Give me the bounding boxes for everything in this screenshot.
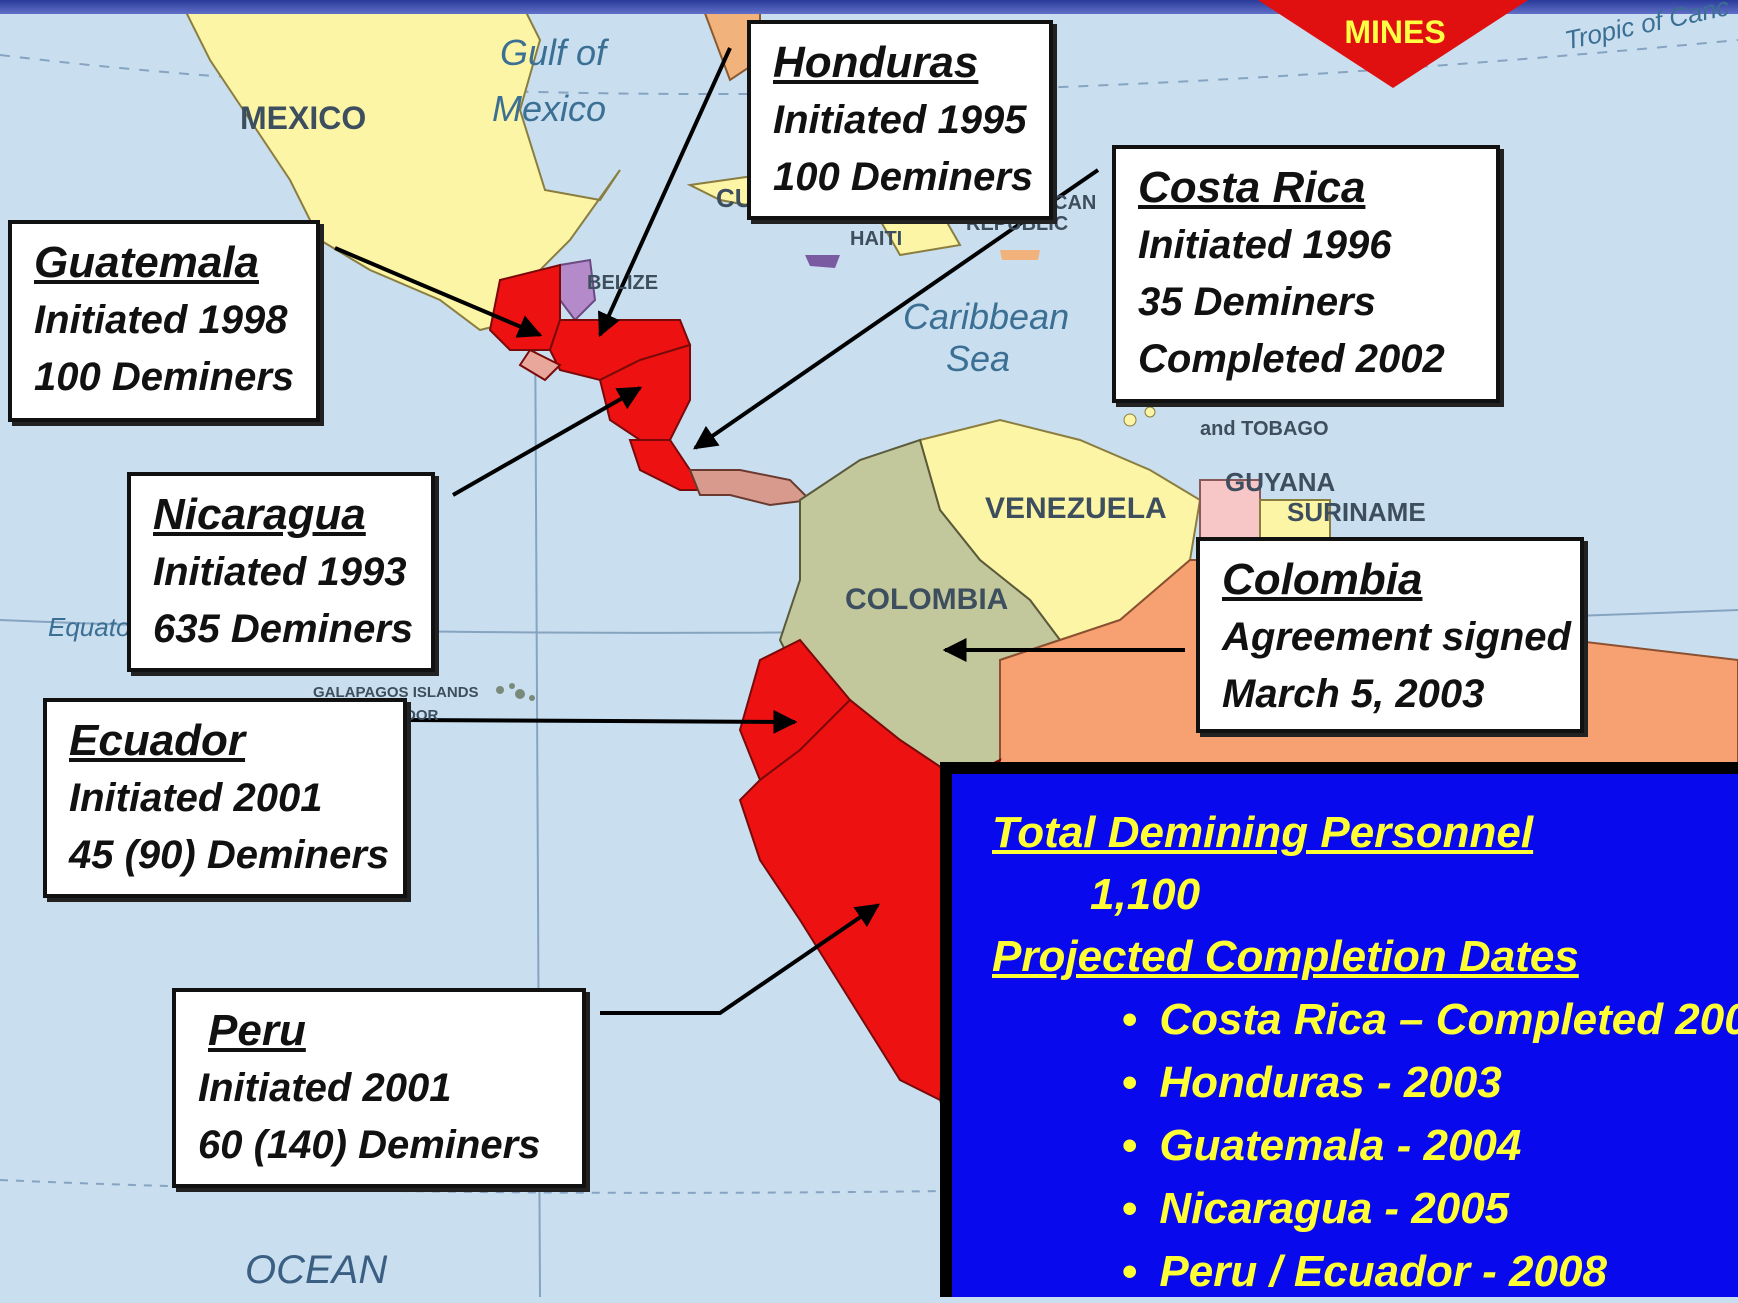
panama-land: [688, 469, 813, 507]
callout-nicaragua: Nicaragua Initiated 1993 635 Deminers: [127, 472, 435, 672]
summary-date-item: Nicaragua - 2005: [1122, 1177, 1738, 1240]
map-label-caribbean-2: Sea: [946, 338, 1011, 379]
map-label-belize: BELIZE: [587, 272, 659, 294]
callout-costa-rica-line-1: Initiated 1996: [1138, 223, 1392, 267]
map-label-mexico: MEXICO: [240, 100, 367, 136]
callout-colombia-line-2: March 5, 2003: [1222, 672, 1485, 716]
map-label-venezuela: VENEZUELA: [985, 492, 1167, 525]
map-label-trinidad: and TOBAGO: [1200, 418, 1329, 440]
summary-date-item: Costa Rica – Completed 2002: [1122, 988, 1738, 1051]
callout-ecuador-line-1: Initiated 2001: [69, 776, 323, 820]
jamaica-land: [805, 255, 840, 268]
callout-colombia: Colombia Agreement signed March 5, 2003: [1196, 537, 1584, 733]
map-label-caribbean-1: Caribbean: [903, 296, 1070, 337]
galapagos-islands: [496, 683, 535, 701]
callout-costa-rica-line-3: Completed 2002: [1138, 337, 1445, 381]
callout-guatemala: Guatemala Initiated 1998 100 Deminers: [8, 220, 320, 422]
callout-colombia-line-1: Agreement signed: [1222, 615, 1571, 659]
summary-date-item: Honduras - 2003: [1122, 1051, 1738, 1114]
callout-peru: Peru Initiated 2001 60 (140) Deminers: [172, 988, 586, 1188]
summary-date-item: Guatemala - 2004: [1122, 1114, 1738, 1177]
callout-guatemala-name: Guatemala: [34, 238, 259, 287]
peru-arrow: [600, 903, 880, 1015]
map-label-can: CAN: [1053, 192, 1097, 214]
callout-peru-line-1: Initiated 2001: [198, 1066, 452, 1110]
puerto-rico-land: [1000, 250, 1040, 260]
map-label-galapagos: GALAPAGOS ISLANDS: [313, 684, 479, 701]
summary-dates-heading: Projected Completion Dates: [992, 932, 1579, 981]
callout-honduras-name: Honduras: [773, 38, 979, 87]
ecuador-arrow: [404, 709, 798, 734]
map-label-colombia: COLOMBIA: [845, 583, 1009, 616]
map-label-ecuador-partial: DOR: [405, 707, 439, 724]
summary-total-heading: Total Demining Personnel: [992, 808, 1534, 857]
callout-honduras-line-2: 100 Deminers: [773, 155, 1034, 199]
callout-costa-rica-line-2: 35 Deminers: [1138, 280, 1376, 324]
callout-guatemala-line-2: 100 Deminers: [34, 355, 295, 399]
nicaragua-arrow: [452, 386, 643, 497]
map-label-gulf-2: Mexico: [492, 88, 607, 129]
map-label-gulf-1: Gulf of: [500, 32, 607, 73]
callout-peru-name: Peru: [208, 1006, 306, 1055]
callout-ecuador-line-2: 45 (90) Deminers: [69, 833, 390, 877]
callout-honduras-line-1: Initiated 1995: [773, 98, 1027, 142]
callout-colombia-name: Colombia: [1222, 555, 1423, 604]
callout-peru-line-2: 60 (140) Deminers: [198, 1123, 541, 1167]
map-label-equator: Equato: [48, 612, 131, 642]
map-label-haiti: HAITI: [850, 228, 903, 250]
mines-label: MINES: [1344, 14, 1446, 50]
map-label-ocean: OCEAN: [245, 1248, 388, 1292]
callout-nicaragua-line-1: Initiated 1993: [153, 550, 407, 594]
callout-guatemala-line-1: Initiated 1998: [34, 298, 288, 342]
callout-costa-rica: Costa Rica Initiated 1996 35 Deminers Co…: [1112, 145, 1500, 403]
nicaragua-land: [598, 343, 691, 441]
callout-ecuador: Ecuador Initiated 2001 45 (90) Deminers: [43, 698, 407, 898]
map-label-suriname: SURINAME: [1287, 497, 1426, 527]
summary-dates-list: Costa Rica – Completed 2002 Honduras - 2…: [992, 988, 1738, 1303]
map-label-guyana: GUYANA: [1225, 467, 1336, 497]
honduras-arrow: [597, 47, 732, 338]
summary-date-item: Peru / Ecuador - 2008: [1122, 1240, 1738, 1303]
callout-nicaragua-line-2: 635 Deminers: [153, 607, 414, 651]
callout-costa-rica-name: Costa Rica: [1138, 163, 1366, 212]
summary-panel: Total Demining Personnel 1,100 Projected…: [940, 762, 1738, 1297]
callout-honduras: Honduras Initiated 1995 100 Deminers: [747, 20, 1053, 220]
summary-total-value: 1,100: [1090, 870, 1201, 919]
callout-nicaragua-name: Nicaragua: [153, 490, 366, 539]
el-salvador-land: [518, 348, 562, 382]
guatemala-arrow: [334, 246, 543, 338]
callout-ecuador-name: Ecuador: [69, 716, 246, 765]
mines-banner: [1258, 0, 1528, 88]
